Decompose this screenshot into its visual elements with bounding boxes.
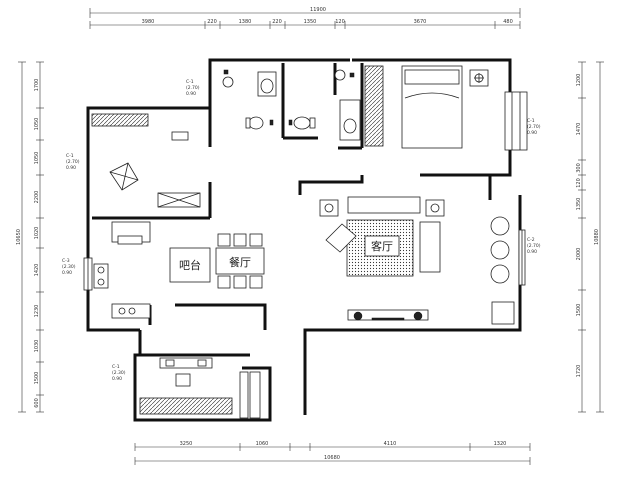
- note-study-1: C-1: [112, 364, 120, 370]
- top-dim-5: 1350: [304, 19, 317, 25]
- windows: [83, 91, 528, 419]
- top-dim-6: 120: [335, 19, 345, 25]
- top-dim-2: 220: [207, 19, 217, 25]
- bar-counter: [169, 247, 211, 283]
- dining-table: [215, 247, 265, 275]
- note-bedroom-right-2: (2.70): [527, 124, 541, 130]
- left-dim-8: 1030: [34, 340, 40, 353]
- chair-6: [249, 275, 263, 289]
- top-dim-7: 3670: [414, 19, 427, 25]
- top-dim-8: 480: [503, 19, 513, 25]
- side-table-2: [425, 199, 445, 217]
- note-bedroom-left-1: C-1: [66, 153, 74, 159]
- bottom-dimension: 3250 1060 4110 1320 10680: [134, 441, 531, 465]
- note-living-1: C-2: [527, 237, 535, 243]
- study-desk: [159, 357, 213, 369]
- living-room: 客厅 C-2 (2.70) 0.90: [319, 196, 541, 325]
- note-kitchen-3: 0.90: [62, 270, 72, 276]
- right-dimension: 1200 1470 300 120 1350 2000 1500 1720 10…: [576, 61, 604, 413]
- coffee-table: [364, 235, 400, 257]
- right-dim-6: 2000: [576, 248, 582, 261]
- right-dim-7: 1500: [576, 304, 582, 317]
- bathrooms: C-1 (2.70) 0.90: [186, 69, 361, 141]
- note-living-2: (2.70): [527, 243, 541, 249]
- bottom-dim-2: 1060: [256, 441, 269, 447]
- bottom-dim-4: 1320: [494, 441, 507, 447]
- note-study-3: 0.90: [112, 376, 122, 382]
- right-bedroom: C-1 (2.70) 0.90: [364, 65, 541, 149]
- left-dimension: 10650 1700 1050 1050 2200 1020 1420 1230…: [16, 61, 44, 413]
- dining-chair-round-1: [490, 216, 510, 236]
- chair: [171, 131, 189, 141]
- chair-3: [249, 233, 263, 247]
- chair-1: [217, 233, 231, 247]
- plant-icon-4: [413, 311, 423, 321]
- wardrobe-right: [364, 65, 384, 147]
- right-overall-dim: 10880: [594, 229, 600, 245]
- bookshelf: [139, 397, 233, 415]
- plant-icon: [222, 76, 234, 88]
- bar-counter-label: 吧台: [179, 258, 201, 272]
- right-dim-4: 120: [576, 178, 582, 188]
- toilet-2: [293, 116, 311, 130]
- kitchen-dining: 吧台 餐厅 C-3 (2.30) 0.90: [62, 221, 265, 319]
- right-dim-5: 1350: [576, 198, 582, 211]
- bottom-overall-dim: 10680: [324, 455, 340, 461]
- top-dim-1: 3980: [142, 19, 155, 25]
- left-dim-4: 2200: [34, 191, 40, 204]
- note-kitchen-1: C-3: [62, 258, 70, 264]
- note-bedroom-right-1: C-1: [527, 118, 535, 124]
- sofa-side: [419, 221, 441, 273]
- sofa: [347, 196, 421, 214]
- toilet: [248, 116, 264, 130]
- note-bedroom-left-3: 0.90: [66, 165, 76, 171]
- left-dim-6: 1420: [34, 264, 40, 277]
- study: C-1 (2.30) 0.90: [112, 357, 233, 415]
- note-bath-2: (2.70): [186, 85, 200, 91]
- left-dim-7: 1230: [34, 305, 40, 318]
- left-dim-10: 600: [34, 398, 40, 408]
- note-bath-3: 0.90: [186, 91, 196, 97]
- left-overall-dim: 10650: [16, 229, 22, 245]
- top-dimension: 11900 3980 220 1380 220 1350 120 3670 48…: [89, 7, 521, 29]
- left-dim-1: 1700: [34, 79, 40, 92]
- chair-4: [217, 275, 231, 289]
- study-chair: [175, 373, 191, 387]
- right-dim-3: 300: [576, 163, 582, 173]
- right-dim-8: 1720: [576, 365, 582, 378]
- note-bedroom-left-2: (2.70): [66, 159, 80, 165]
- dining-chair-round-3: [490, 264, 510, 284]
- dining-label: 餐厅: [229, 255, 251, 269]
- living-label: 客厅: [371, 239, 393, 253]
- right-dim-1: 1200: [576, 74, 582, 87]
- bottom-dim-3: 4110: [384, 441, 397, 447]
- top-dim-4: 220: [272, 19, 282, 25]
- top-dim-3: 1380: [239, 19, 252, 25]
- note-study-2: (2.30): [112, 370, 126, 376]
- cabinet-corner: [491, 301, 515, 325]
- note-living-3: 0.90: [527, 249, 537, 255]
- dining-chair-round-2: [490, 240, 510, 260]
- armchair: [109, 162, 139, 191]
- bottom-dim-1: 3250: [180, 441, 193, 447]
- plant-icon-3: [353, 311, 363, 321]
- left-dim-3: 1050: [34, 152, 40, 165]
- lounge-chair: [325, 223, 357, 253]
- chair-5: [233, 275, 247, 289]
- note-bath-1: C-1: [186, 79, 194, 85]
- left-dim-2: 1050: [34, 118, 40, 131]
- left-dim-9: 1500: [34, 372, 40, 385]
- top-overall-dim: 11900: [310, 7, 326, 13]
- chair-2: [233, 233, 247, 247]
- wardrobe: [91, 113, 149, 127]
- side-table: [319, 199, 339, 217]
- stove: [93, 263, 109, 289]
- note-bedroom-right-3: 0.90: [527, 130, 537, 136]
- plant-icon-2: [334, 69, 346, 81]
- right-dim-2: 1470: [576, 123, 582, 136]
- left-dim-5: 1020: [34, 227, 40, 240]
- left-bedroom: C-1 (2.70) 0.90: [66, 113, 201, 208]
- note-kitchen-2: (2.30): [62, 264, 76, 270]
